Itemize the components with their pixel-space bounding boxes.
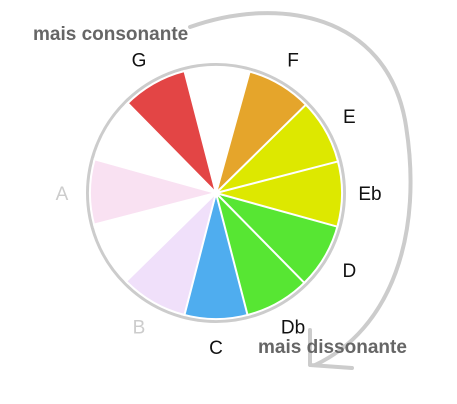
note-wedge: [124, 189, 218, 317]
note-label: G: [132, 51, 147, 72]
arrow-head-icon: [308, 328, 354, 370]
note-label: Db: [281, 317, 305, 338]
note-label: B: [133, 317, 146, 338]
note-label: Eb: [358, 184, 381, 205]
note-label: E: [343, 107, 356, 128]
note-labels: C Db D Eb E F G A B: [56, 51, 382, 359]
note-label: A: [56, 184, 69, 205]
direction-arrow: [188, 11, 413, 367]
caption-consonant: mais consonante: [33, 24, 188, 45]
note-label: D: [343, 261, 357, 282]
note-label: C: [209, 338, 223, 359]
caption-dissonant: mais dissonante: [258, 337, 407, 358]
note-wedges: [88, 65, 344, 321]
note-label: F: [287, 51, 299, 72]
